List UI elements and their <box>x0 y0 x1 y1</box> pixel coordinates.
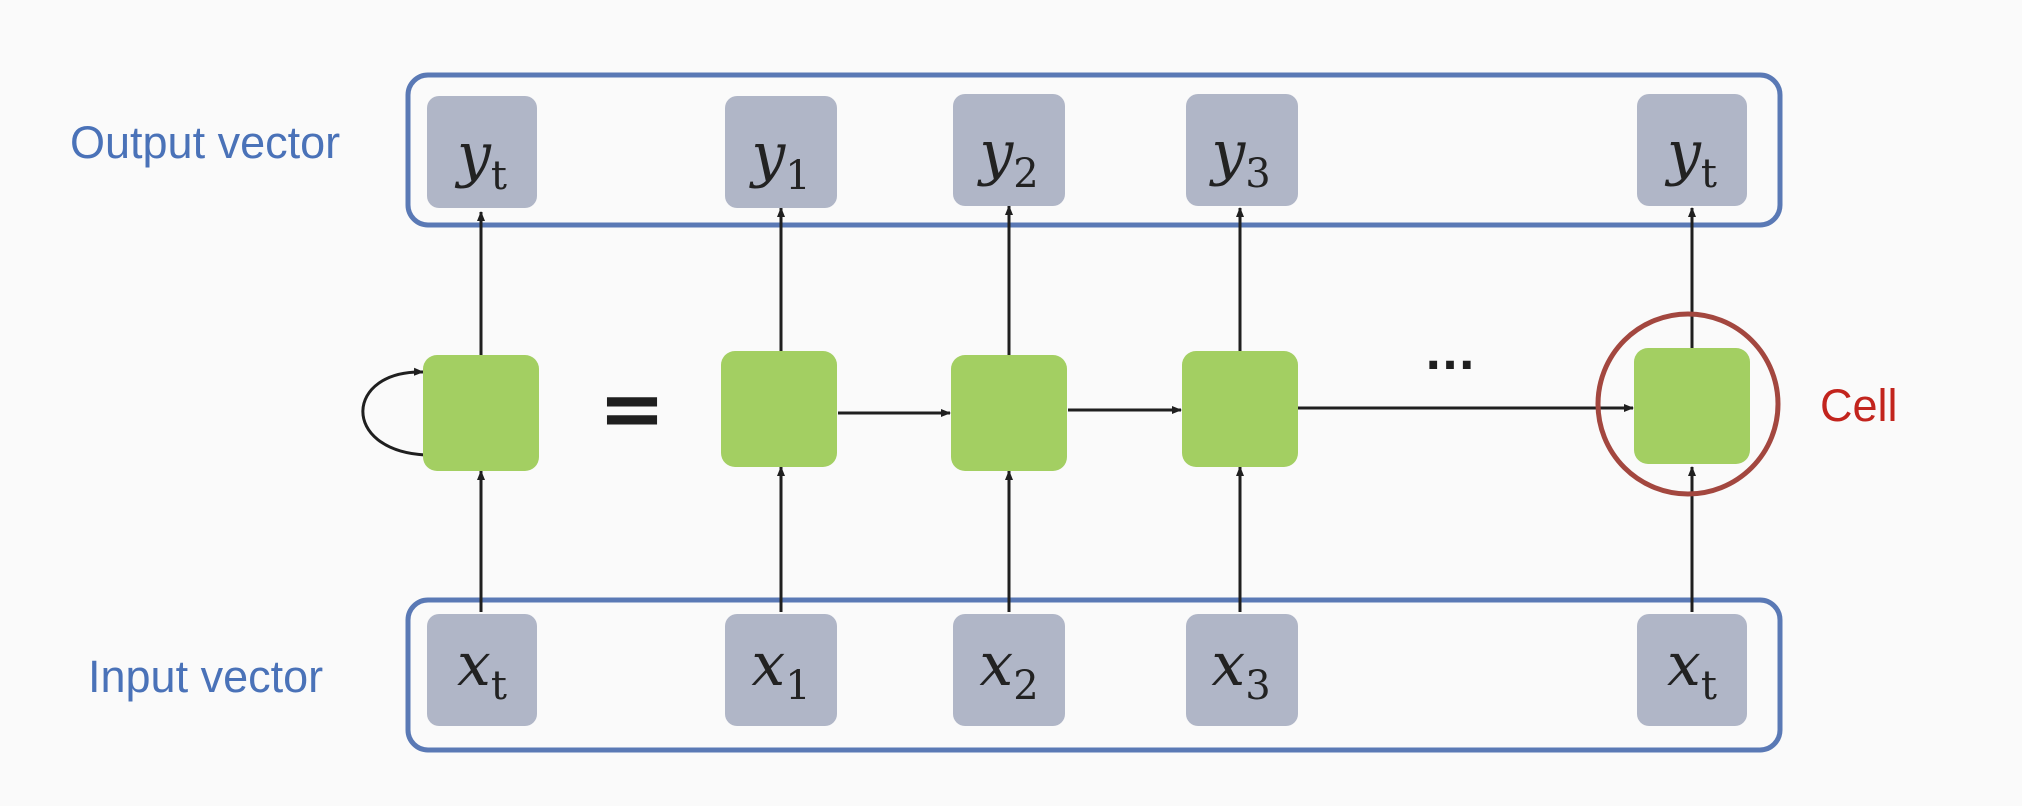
cell-label: Cell <box>1820 380 1898 431</box>
input-vector-group <box>405 597 1783 753</box>
output-symbol-1: y1 <box>748 120 810 199</box>
input-vector-label: Input vector <box>88 651 323 702</box>
input-box-t <box>1637 614 1747 726</box>
cell-3 <box>1182 351 1298 467</box>
cell-1 <box>721 351 837 467</box>
recurrent-arrows <box>838 404 1634 417</box>
folded-output-box <box>427 96 537 208</box>
input-box-3 <box>1186 614 1298 726</box>
output-box-2 <box>953 94 1065 206</box>
vertical-arrows <box>477 205 1696 612</box>
folded-input-box <box>427 614 537 726</box>
input-vectors: xt x1 x2 x3 xt <box>427 614 1747 726</box>
output-box-3 <box>1186 94 1298 206</box>
input-symbol-1: x1 <box>751 630 810 709</box>
input-box-2 <box>953 614 1065 726</box>
cell-t <box>1634 348 1750 464</box>
cell-highlight-circle <box>1595 311 1781 497</box>
equals-sign: = <box>598 362 665 455</box>
folded-input-symbol: xt <box>457 630 507 709</box>
input-symbol-2: x2 <box>979 630 1038 709</box>
folded-cell <box>423 355 539 471</box>
output-symbol-t: yt <box>1664 118 1717 197</box>
output-box-t <box>1637 94 1747 206</box>
folded-output-symbol: yt <box>454 120 507 199</box>
input-symbol-t: xt <box>1667 630 1717 709</box>
output-vectors: yt y1 y2 y3 yt <box>427 94 1747 208</box>
input-box-1 <box>725 614 837 726</box>
output-symbol-3: y3 <box>1208 118 1270 197</box>
ellipsis: ··· <box>1425 340 1475 391</box>
output-vector-group <box>405 72 1783 228</box>
input-symbol-3: x3 <box>1211 630 1270 709</box>
output-vector-label: Output vector <box>70 117 340 168</box>
output-symbol-2: y2 <box>976 118 1038 197</box>
output-box-1 <box>725 96 837 208</box>
cell-2 <box>951 355 1067 471</box>
cells <box>423 348 1750 471</box>
self-loop-arrow <box>361 367 426 457</box>
